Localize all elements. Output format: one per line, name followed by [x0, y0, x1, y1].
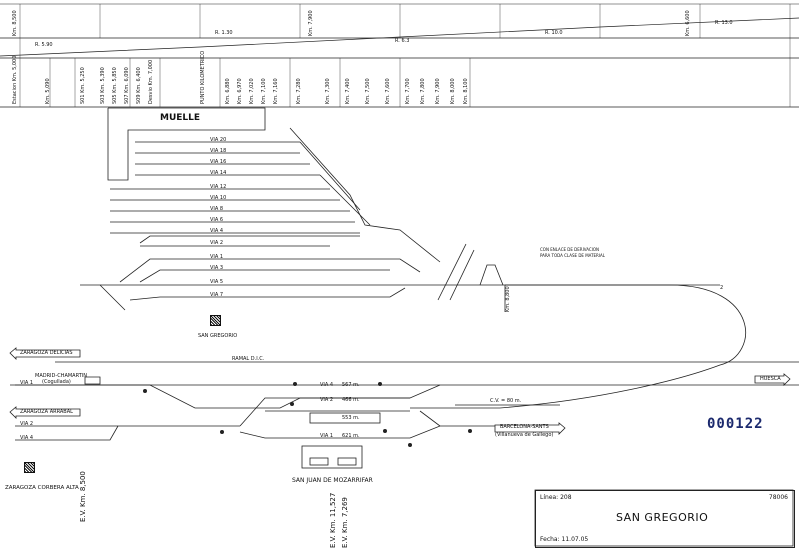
km-col-21: Km. 7,800	[420, 78, 426, 104]
ev-mid-1: E.V. Km. 11,527	[329, 492, 337, 548]
km-col-12: Km. 7,020	[249, 78, 255, 104]
km-col-6: S07 Km. 6,090	[124, 67, 130, 104]
track-label: VIA 7	[210, 292, 224, 298]
muelle-label: MUELLE	[160, 113, 201, 123]
yard-note: CON ENLACE DE DERIVACION PARA TODA CLASE…	[540, 247, 605, 258]
madrid-sub: (Cogullada)	[42, 379, 71, 385]
track-label: VIA 3	[210, 265, 224, 271]
km-col-7: S09 Km. 6,400	[136, 67, 142, 104]
center-small-len: 553 m.	[342, 415, 360, 421]
arrow-zaragoza-arrabal: ZARAGOZA ARRABAL	[20, 409, 73, 415]
km-col-2: Km. 5,090	[45, 78, 51, 104]
track-label: VIA 20	[210, 137, 227, 143]
track-label: VIA 1	[210, 254, 224, 260]
km-right: Km. 6,600	[685, 10, 691, 36]
km-col-14: Km. 7,160	[273, 78, 279, 104]
yard-num: 2	[720, 285, 724, 291]
gradient-5: R. 13.0	[715, 20, 733, 26]
center-via-label: VIA 4	[320, 382, 334, 388]
title-block: Línea: 208 78006 SAN GREGORIO Fecha: 11.…	[535, 490, 795, 548]
km-col-23: Km. 8,000	[450, 78, 456, 104]
km-col-3: S01 Km. 5,250	[80, 67, 86, 104]
km-col-10: Km. 6,880	[225, 78, 231, 104]
track-label: VIA 5	[210, 279, 224, 285]
left-via-4: VIA 4	[20, 435, 34, 441]
km-col-13: Km. 7,100	[261, 78, 267, 104]
title-fecha: Fecha: 11.07.05	[540, 536, 589, 543]
barcelona-sub: (Villanueva de Gallego)	[495, 432, 554, 438]
km-col-15: Km. 7,280	[296, 78, 302, 104]
center-station-name: SAN JUAN DE MOZARRIFAR	[292, 477, 373, 484]
km-mid: Km. 7,900	[308, 10, 314, 36]
arrow-huesca: HUESCA	[760, 376, 781, 382]
serial-number: 000122	[707, 416, 764, 432]
km-col-4: S03 Km. 5,390	[100, 67, 106, 104]
station-building-icon	[210, 315, 221, 326]
gradient-1: R. 5.90	[35, 42, 53, 48]
km-col-5: S05 Km. 5,850	[112, 67, 118, 104]
madrid-box: MADRID-CHAMARTIN	[35, 373, 87, 379]
arrow-zaragoza-delicias: ZARAGOZA DELICIAS	[20, 350, 73, 356]
left-station-name: ZARAGOZA CORBERA ALTA	[5, 485, 79, 491]
km-col-20: Km. 7,700	[405, 78, 411, 104]
track-label: VIA 8	[210, 206, 224, 212]
track-label: VIA 2	[210, 240, 224, 246]
left-via-2: VIA 2	[20, 421, 34, 427]
gradient-2: R. 1.30	[215, 30, 233, 36]
km-col-18: Km. 7,500	[365, 78, 371, 104]
track-label: VIA 18	[210, 148, 227, 154]
barcelona-box: BARCELONA-SANTS	[500, 424, 549, 430]
track-label: VIA 12	[210, 184, 227, 190]
left-via-1: VIA 1	[20, 380, 34, 386]
ramal-label: RAMAL D.I.C.	[232, 356, 265, 362]
gradient-4: R. 10.0	[545, 30, 563, 36]
ev-mid-2: E.V. Km. 7,269	[341, 497, 349, 548]
km-col-8: Desvio Km. 7,000	[148, 59, 154, 104]
title-station: SAN GREGORIO	[616, 511, 709, 524]
track-label: VIA 4	[210, 228, 224, 234]
yard-station-name: SAN GREGORIO	[198, 333, 238, 339]
km-left: Km. 8,500	[12, 10, 18, 36]
km-col-1: Estacion Km. 5,000	[12, 55, 18, 104]
station-building-icon	[24, 462, 35, 473]
track-label: VIA 6	[210, 217, 224, 223]
km-col-16: Km. 7,300	[325, 78, 331, 104]
center-via-label: VIA 2	[320, 397, 334, 403]
track-label: VIA 14	[210, 170, 227, 176]
km-col-19: Km. 7,600	[385, 78, 391, 104]
track-label: VIA 10	[210, 195, 227, 201]
ev-left: E.V. Km. 8,500	[79, 471, 87, 522]
gradient-3: R. 6.3	[395, 38, 410, 44]
yard-km: Km. 8,800	[505, 286, 511, 312]
track-label: VIA 16	[210, 159, 227, 165]
km-col-11: Km. 6,970	[237, 78, 243, 104]
km-col-22: Km. 7,900	[435, 78, 441, 104]
cv-label: C.V. = 80 m.	[490, 398, 522, 404]
center-via-length: 621 m.	[342, 433, 360, 439]
km-col-17: Km. 7,400	[345, 78, 351, 104]
km-col-24: Km. 8,100	[463, 78, 469, 104]
center-via-length: 466 m.	[342, 397, 360, 403]
title-code: 78006	[768, 494, 788, 501]
km-col-9: PUNTO KILOMETRICO	[200, 50, 206, 104]
center-via-label: VIA 1	[320, 433, 334, 439]
center-via-length: 567 m.	[342, 382, 360, 388]
title-linea: Línea: 208	[540, 494, 572, 501]
